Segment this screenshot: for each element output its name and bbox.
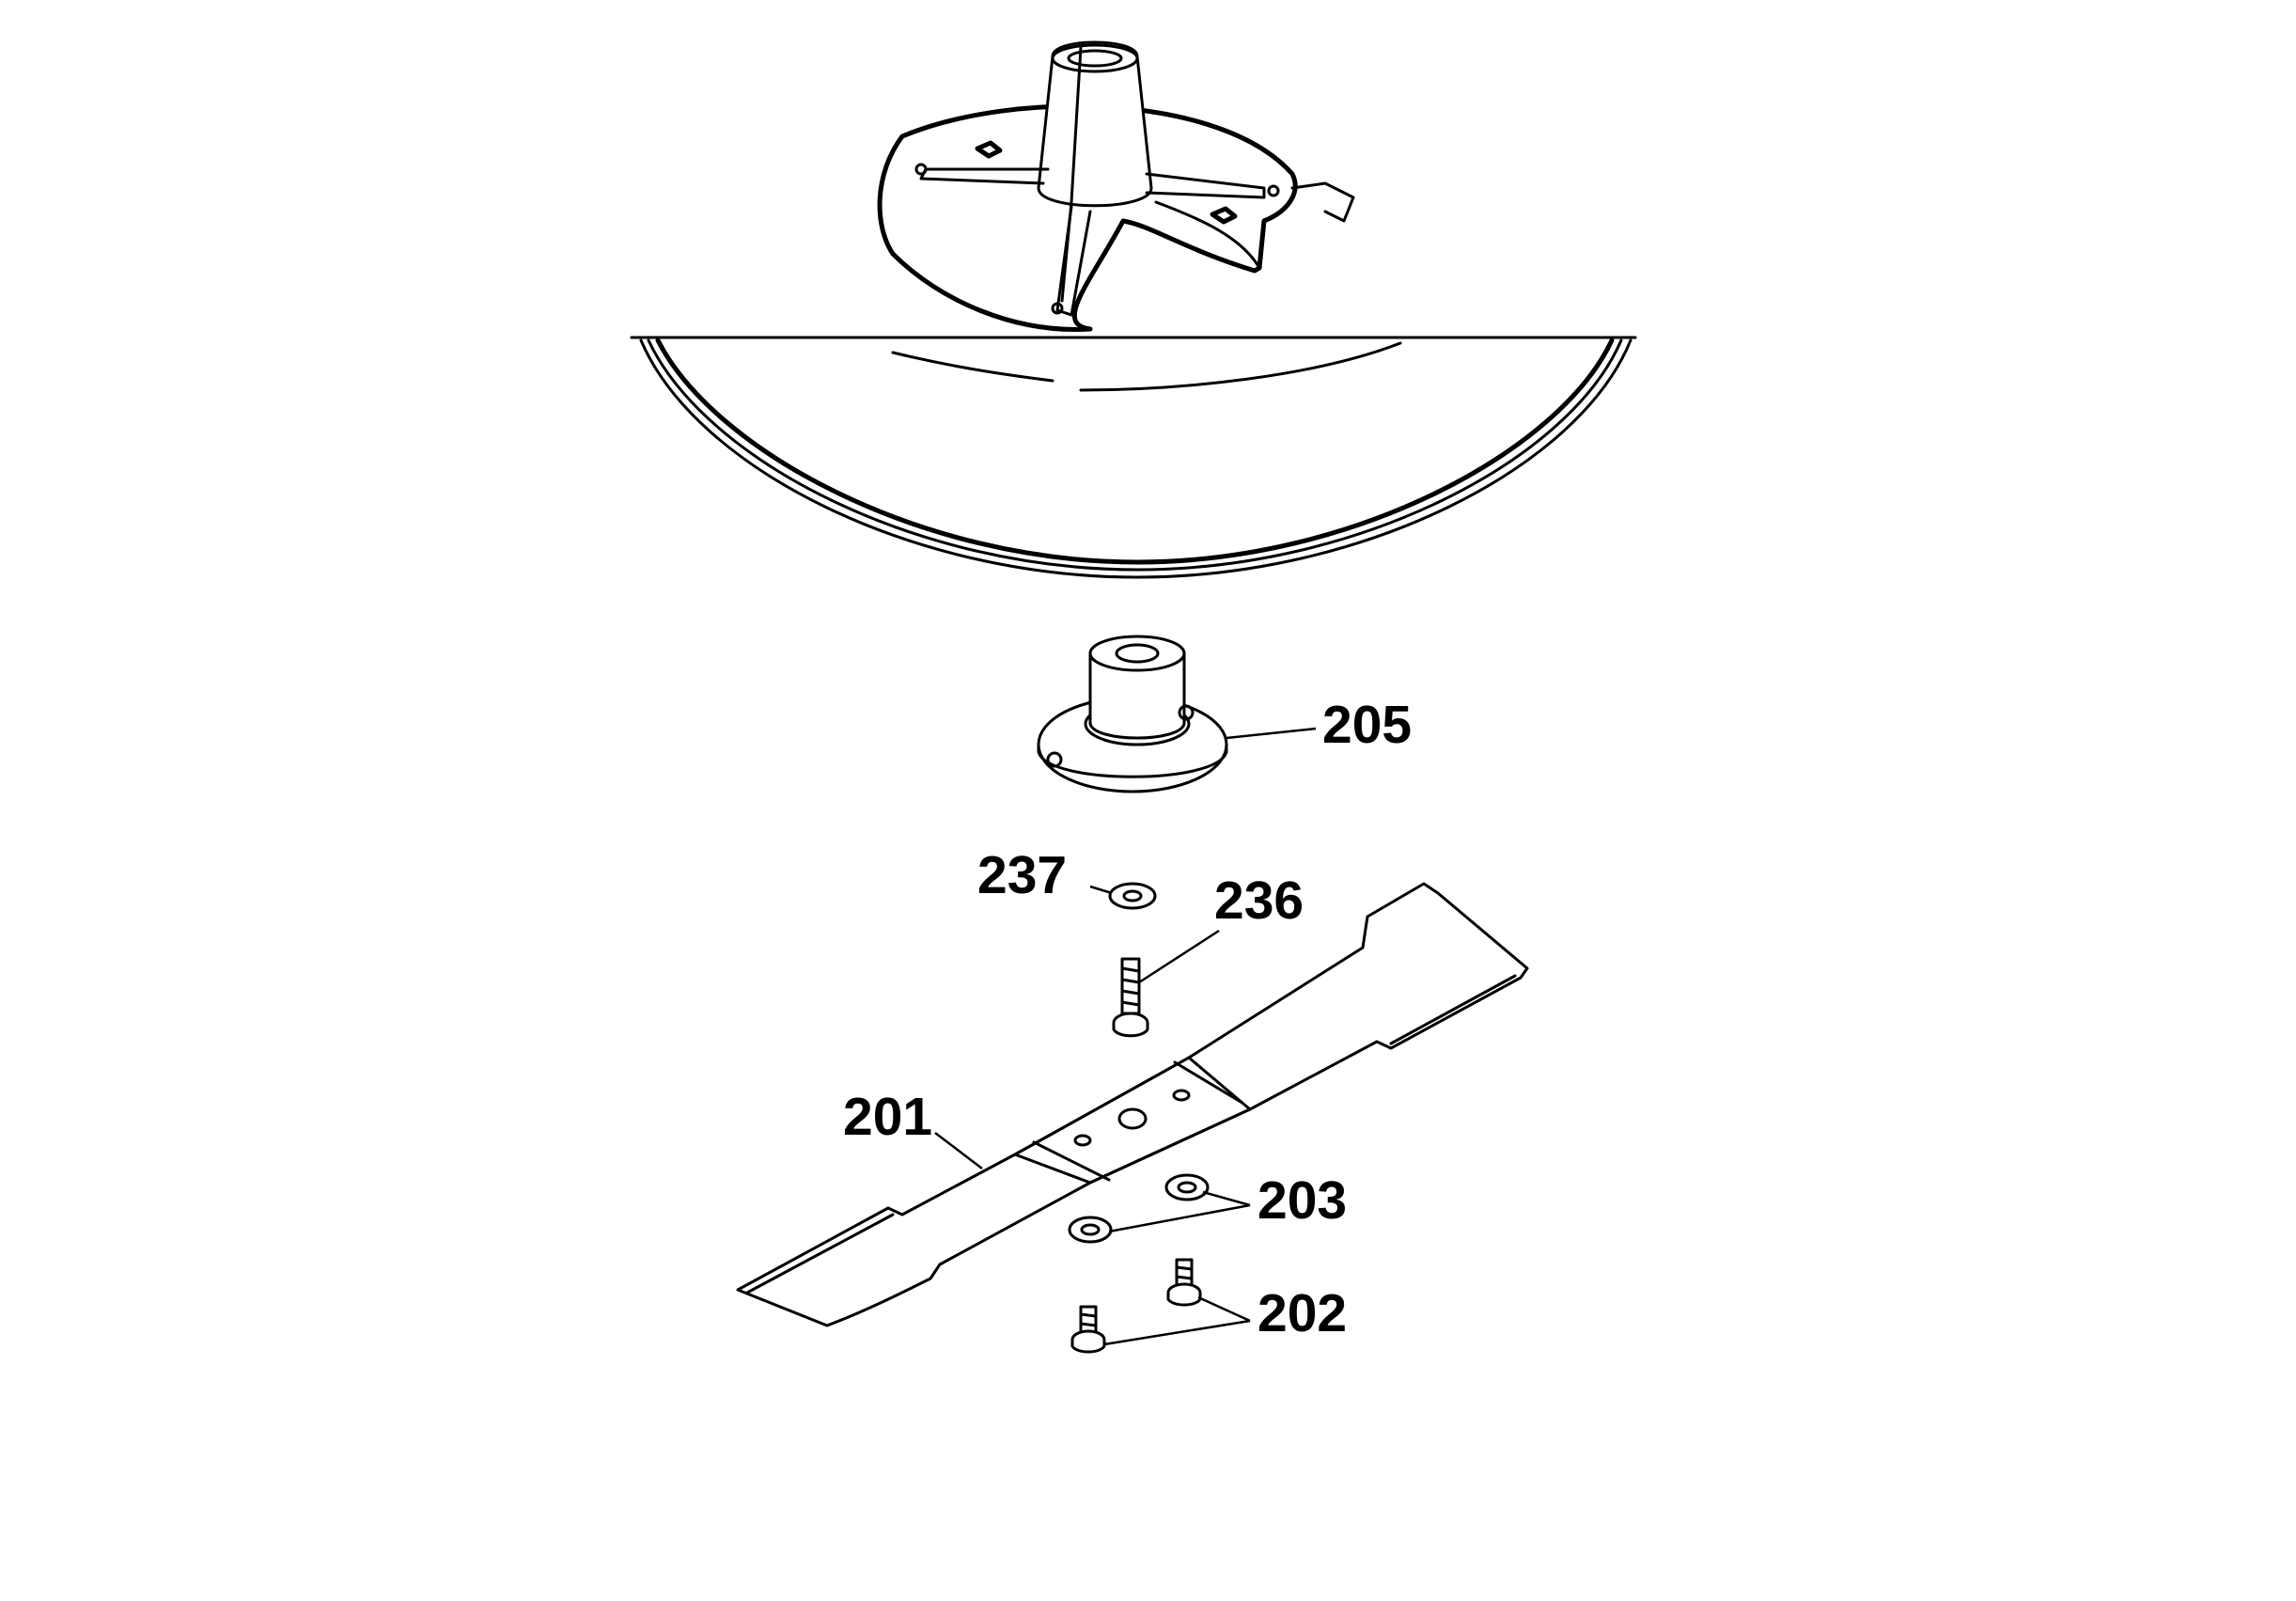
callout-label-236: 236	[1214, 871, 1304, 931]
leader-lines	[934, 727, 1317, 1346]
mower-deck-drawing	[630, 336, 1637, 579]
motor-flange-drawing	[877, 40, 1355, 332]
blade-drawing	[736, 882, 1529, 1327]
callout-label-205: 205	[1322, 695, 1412, 755]
screw-drawing	[1112, 957, 1149, 1038]
washers-drawing	[1068, 1173, 1210, 1244]
callout-label-202: 202	[1257, 1283, 1347, 1343]
small-washer-drawing	[1108, 882, 1157, 910]
blade-holder-drawing	[1037, 635, 1228, 793]
callout-label-237: 237	[977, 845, 1067, 905]
callout-label-203: 203	[1257, 1170, 1347, 1231]
callout-label-201: 201	[843, 1087, 932, 1147]
